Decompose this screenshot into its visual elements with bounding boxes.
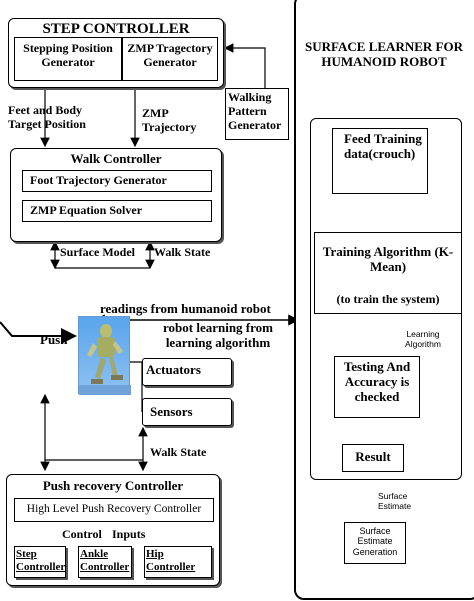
walk-state-label-top: Walk State (154, 245, 211, 259)
surface-estimate-label: Surface Estimate (378, 491, 412, 511)
foot-trajectory-generator-box (22, 170, 212, 192)
walking-pattern-generator-label: Walking Pattern Generator (228, 90, 282, 132)
sensors-box (142, 398, 232, 426)
training-algorithm-label: Training Algorithm (K-Mean) (322, 244, 454, 274)
result-label: Result (355, 449, 391, 464)
ankle-controller-label: Ankle Controller (80, 548, 130, 573)
push-recovery-controller-title: Push recovery Controller (42, 478, 184, 493)
hip-controller-label: Hip Controller (146, 548, 196, 573)
surface-estimate-generation-box (344, 522, 406, 564)
surface-estimate-generation-label: Surface Estimate Generation (352, 526, 398, 557)
robot-to-actuators-connector (130, 361, 143, 412)
robot-learning-text: robot learning from learning algorithm (162, 320, 273, 350)
stepping-position-generator-label: Stepping Position Generator (23, 41, 113, 69)
surface-learner-title: SURFACE LEARNER FOR HUMANOID ROBOT (305, 39, 463, 69)
walk-controller-box (10, 148, 222, 242)
zmp-trajectory-generator-label: ZMP Tragectory Generator (127, 41, 213, 69)
high-level-push-recovery-box (14, 498, 214, 522)
testing-accuracy-box (334, 356, 420, 418)
feed-training-box (332, 128, 428, 194)
robot-image (78, 316, 131, 395)
training-algorithm-box (314, 232, 462, 314)
train-system-label: (to train the system) (336, 292, 440, 306)
feed-training-label: Feed Training data(crouch) (344, 131, 422, 161)
walk-state-label-bottom: Walk State (150, 445, 207, 459)
inputs-label: Inputs (112, 527, 146, 541)
sensors-label: Sensors (150, 404, 193, 419)
hip-controller-box (144, 546, 212, 578)
testing-accuracy-label: Testing And Accuracy is checked (343, 359, 411, 404)
actuators-box (142, 358, 232, 386)
walking-pattern-generator-box (225, 88, 289, 140)
surface-model-label: Surface Model (60, 245, 135, 259)
feet-body-target-label: Feet and Body Target Position (8, 103, 86, 131)
ankle-controller-box (78, 546, 132, 578)
step-controller-sub-label: Step Controller (16, 548, 66, 573)
learning-algorithm-label: Learning Algorithm (405, 329, 441, 349)
actuators-label: Actuators (146, 362, 201, 377)
zmp-trajectory-generator-box (122, 37, 218, 81)
zmp-equation-solver-box (22, 200, 212, 222)
step-controller-title: STEP CONTROLLER (42, 21, 190, 37)
push-arrow (0, 321, 77, 344)
step-controller-sub-box (14, 546, 66, 578)
foot-trajectory-generator-label: Foot Trajectory Generator (30, 173, 167, 187)
zmp-trajectory-label: ZMP Trajectory (142, 106, 197, 134)
push-label: Push (40, 332, 68, 347)
control-label: Control (62, 527, 102, 541)
result-box (342, 444, 404, 472)
high-level-push-recovery-label: High Level Push Recovery Controller (26, 503, 202, 515)
readings-text: readings from humanoid robot (100, 301, 271, 316)
walking-pattern-feedback-arrow (223, 43, 266, 88)
walk-controller-title: Walk Controller (70, 151, 162, 166)
zmp-equation-solver-label: ZMP Equation Solver (30, 203, 143, 217)
stepping-position-generator-box (14, 37, 122, 81)
